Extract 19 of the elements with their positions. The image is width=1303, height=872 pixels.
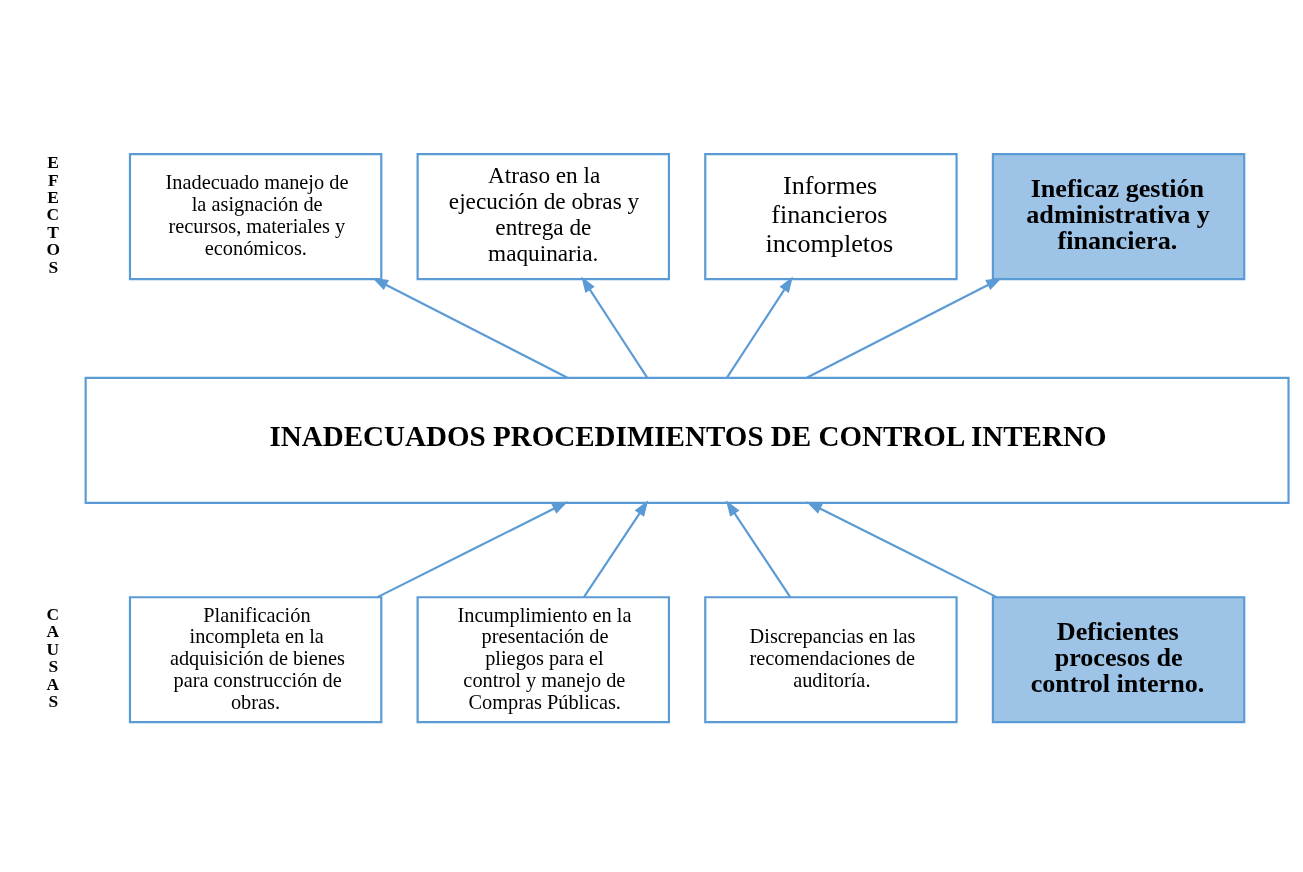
arrow xyxy=(581,276,648,378)
node-box: Inadecuado manejo de la asignación de recursos, materiales y económicos. xyxy=(128,153,383,281)
node-box: INADECUADOS PROCEDIMIENTOS DE CONTROL INTERNO xyxy=(84,376,1290,504)
arrow xyxy=(372,277,568,379)
arrow xyxy=(806,277,1002,379)
label: CAUSAS xyxy=(46,603,60,712)
node-box: Deficientes procesos de control interno. xyxy=(991,596,1246,724)
arrow xyxy=(725,500,791,598)
arrow xyxy=(806,501,998,599)
arrow xyxy=(377,501,569,599)
label: EFECTOS xyxy=(46,152,60,277)
node-box: Atraso en la ejecución de obras y entrega de maquinaria. xyxy=(416,153,670,281)
node-box: Discrepancias en las recomendaciones de auditoría. xyxy=(704,596,958,724)
arrow xyxy=(726,276,793,378)
node-box: Incumplimiento en la presentación de pliegos para el control y manejo de Compras Públicas. xyxy=(416,596,670,724)
node-box: Informes financieros incompletos xyxy=(704,153,958,281)
arrow xyxy=(583,500,649,598)
node-box: Ineficaz gestión administrativa y financiera. xyxy=(991,153,1246,281)
node-box: Planificación incompleta en la adquisición de bienes para construcción de obras. xyxy=(128,596,383,724)
